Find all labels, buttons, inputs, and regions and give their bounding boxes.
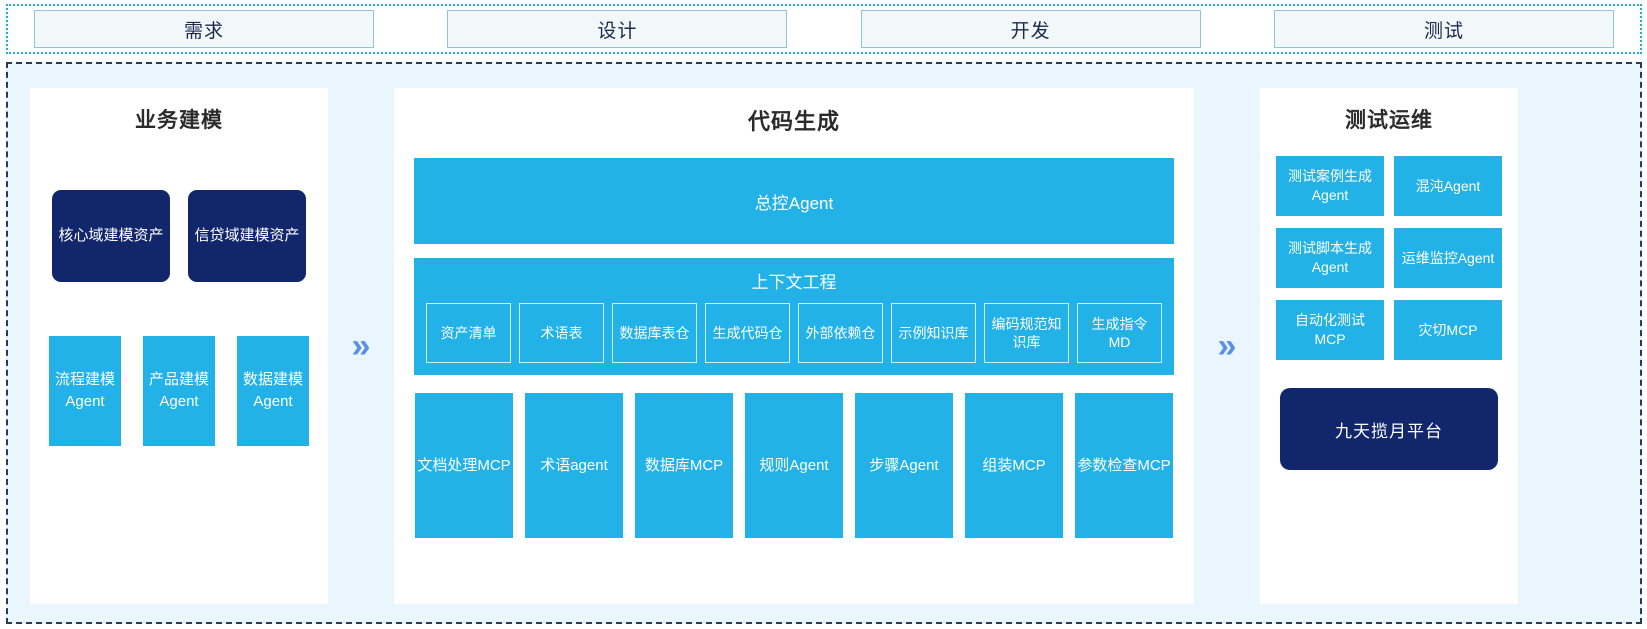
panel-title-test-operations: 测试运维 [1345, 109, 1433, 132]
chevron-right-icon: » [351, 327, 371, 365]
tool-card-rule-agent[interactable]: 规则Agent [745, 393, 843, 538]
diagram-area: 业务建模 核心域建模资产 信贷域建模资产 流程建模Agent 产品建模Agent… [6, 62, 1642, 624]
panel-business-modeling: 业务建模 核心域建模资产 信贷域建模资产 流程建模Agent 产品建模Agent… [30, 88, 328, 604]
context-chip-generation-instruction-md[interactable]: 生成指令MD [1077, 303, 1162, 363]
agent-card-process-modeling[interactable]: 流程建模Agent [49, 336, 121, 446]
asset-card-core-domain[interactable]: 核心域建模资产 [52, 190, 170, 282]
context-chip-glossary[interactable]: 术语表 [519, 303, 604, 363]
card-test-case-generation-agent[interactable]: 测试案例生成Agent [1276, 156, 1384, 216]
context-chip-generated-code-repo[interactable]: 生成代码仓 [705, 303, 790, 363]
platform-card-jiutian-lanyue[interactable]: 九天揽月平台 [1280, 388, 1498, 470]
test-ops-card-grid: 测试案例生成Agent 混沌Agent 测试脚本生成Agent 运维监控Agen… [1276, 156, 1502, 360]
tool-card-parameter-check-mcp[interactable]: 参数检查MCP [1075, 393, 1173, 538]
controller-agent-banner[interactable]: 总控Agent [414, 158, 1174, 244]
context-chip-example-knowledge-base[interactable]: 示例知识库 [891, 303, 976, 363]
phase-tab-label: 开发 [1010, 20, 1051, 42]
context-chip-asset-list[interactable]: 资产清单 [426, 303, 511, 363]
phase-tab-label: 需求 [183, 20, 224, 42]
panel-title-code-generation: 代码生成 [747, 109, 840, 134]
phase-tab-design[interactable]: 设计 [447, 10, 788, 48]
context-chip-coding-standard-knowledge-base[interactable]: 编码规范知识库 [984, 303, 1069, 363]
tool-card-step-agent[interactable]: 步骤Agent [855, 393, 953, 538]
agent-card-product-modeling[interactable]: 产品建模Agent [143, 336, 215, 446]
asset-card-credit-domain[interactable]: 信贷域建模资产 [188, 190, 306, 282]
card-operations-monitoring-agent[interactable]: 运维监控Agent [1394, 228, 1502, 288]
phase-tab-label: 设计 [597, 20, 638, 42]
card-disaster-recovery-mcp[interactable]: 灾切MCP [1394, 300, 1502, 360]
panel-code-generation: 代码生成 总控Agent 上下文工程 资产清单 术语表 数据库表仓 生成代码仓 … [394, 88, 1194, 604]
card-test-script-generation-agent[interactable]: 测试脚本生成Agent [1276, 228, 1384, 288]
modeling-agent-row: 流程建模Agent 产品建模Agent 数据建模Agent [30, 336, 328, 446]
context-engineering-block: 上下文工程 资产清单 术语表 数据库表仓 生成代码仓 外部依赖仓 示例知识库 编… [414, 258, 1174, 375]
context-engineering-title: 上下文工程 [751, 273, 837, 292]
tool-card-glossary-agent[interactable]: 术语agent [525, 393, 623, 538]
phase-strip: 需求 设计 开发 测试 [6, 4, 1642, 54]
tool-card-database-mcp[interactable]: 数据库MCP [635, 393, 733, 538]
phase-tab-requirements[interactable]: 需求 [34, 10, 374, 48]
phase-tab-development[interactable]: 开发 [860, 10, 1201, 48]
tool-card-document-processing-mcp[interactable]: 文档处理MCP [415, 393, 513, 538]
context-chip-db-table-repo[interactable]: 数据库表仓 [612, 303, 697, 363]
context-chip-row: 资产清单 术语表 数据库表仓 生成代码仓 外部依赖仓 示例知识库 编码规范知识库… [420, 303, 1168, 363]
card-automated-testing-mcp[interactable]: 自动化测试MCP [1276, 300, 1384, 360]
panel-title-business-modeling: 业务建模 [135, 109, 223, 132]
tool-card-assembly-mcp[interactable]: 组装MCP [965, 393, 1063, 538]
phase-tab-label: 测试 [1423, 20, 1464, 42]
card-chaos-agent[interactable]: 混沌Agent [1394, 156, 1502, 216]
tool-card-row: 文档处理MCP 术语agent 数据库MCP 规则Agent 步骤Agent 组… [414, 393, 1174, 538]
panel-test-operations: 测试运维 测试案例生成Agent 混沌Agent 测试脚本生成Agent 运维监… [1260, 88, 1518, 604]
context-chip-external-dependency-repo[interactable]: 外部依赖仓 [798, 303, 883, 363]
agent-card-data-modeling[interactable]: 数据建模Agent [237, 336, 309, 446]
chevron-right-icon: » [1217, 327, 1237, 365]
phase-tab-testing[interactable]: 测试 [1273, 10, 1614, 48]
asset-card-row: 核心域建模资产 信贷域建模资产 [30, 190, 328, 282]
